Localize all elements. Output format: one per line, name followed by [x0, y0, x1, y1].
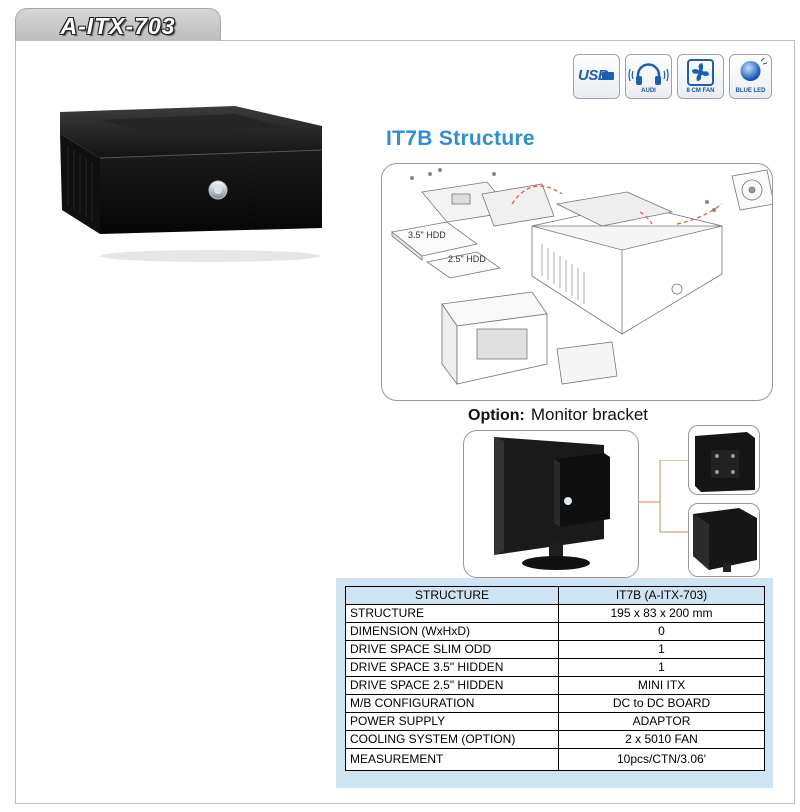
option-caption: Option: Monitor bracket	[468, 405, 648, 425]
spec-key: DRIVE SPACE 2.5" HIDDEN	[345, 676, 559, 695]
spec-value: 2 x 5010 FAN	[558, 730, 765, 749]
spec-key: DIMENSION (WxHxD)	[345, 622, 559, 641]
usb-plug-icon	[602, 72, 614, 80]
spec-key: POWER SUPPLY	[345, 712, 559, 731]
bracket-side-photo	[688, 503, 760, 577]
model-tab: A-ITX-703	[15, 8, 221, 41]
table-row: COOLING SYSTEM (OPTION)2 x 5010 FAN	[345, 730, 765, 749]
product-photo	[60, 106, 323, 266]
spec-value: 0	[558, 622, 765, 641]
structure-title: IT7B Structure	[386, 127, 535, 150]
table-row: DIMENSION (WxHxD)0	[345, 622, 765, 641]
spec-value: 1	[558, 640, 765, 659]
spec-header-structure: STRUCTURE	[345, 586, 559, 605]
spec-value: 1	[558, 658, 765, 677]
spec-key: DRIVE SPACE SLIM ODD	[345, 640, 559, 659]
audio-badge: AUDI	[625, 54, 672, 99]
spec-value: 10pcs/CTN/3.06'	[558, 748, 765, 771]
fan-icon	[687, 59, 714, 86]
spec-header-model: IT7B (A-ITX-703)	[558, 586, 765, 605]
spec-key: DRIVE SPACE 3.5" HIDDEN	[345, 658, 559, 677]
spec-value: ADAPTOR	[558, 712, 765, 731]
structure-diagram: 3.5" HDD 2.5" HDD	[381, 163, 773, 401]
usb-label: USB	[578, 67, 609, 84]
spec-value: 195 x 83 x 200 mm	[558, 604, 765, 623]
fan-label: 8 CM FAN	[686, 88, 715, 94]
option-text: Monitor bracket	[530, 405, 649, 424]
spec-key: COOLING SYSTEM (OPTION)	[345, 730, 559, 749]
spec-header-row: STRUCTURE IT7B (A-ITX-703)	[345, 586, 765, 605]
blue-led-icon	[740, 58, 768, 81]
option-label: Option:	[468, 407, 525, 424]
bracket-back-photo	[688, 425, 760, 495]
hdd-25-label: 2.5" HDD	[448, 254, 486, 264]
spec-value: MINI ITX	[558, 676, 765, 695]
fan-badge: 8 CM FAN	[677, 54, 724, 99]
headphones-icon	[628, 63, 669, 85]
spec-value: DC to DC BOARD	[558, 694, 765, 713]
model-title: A-ITX-703	[60, 13, 176, 39]
connector-lines	[638, 460, 688, 533]
audio-label: AUDI	[641, 88, 656, 94]
spec-key: MEASUREMENT	[345, 748, 559, 771]
monitor-bracket-photo	[463, 430, 639, 578]
spec-key: M/B CONFIGURATION	[345, 694, 559, 713]
usb-badge: USB	[573, 54, 620, 99]
led-label: BLUE LED	[735, 88, 766, 94]
hdd-35-label: 3.5" HDD	[408, 230, 446, 240]
spec-key: STRUCTURE	[345, 604, 559, 623]
led-badge: BLUE LED	[729, 54, 772, 99]
